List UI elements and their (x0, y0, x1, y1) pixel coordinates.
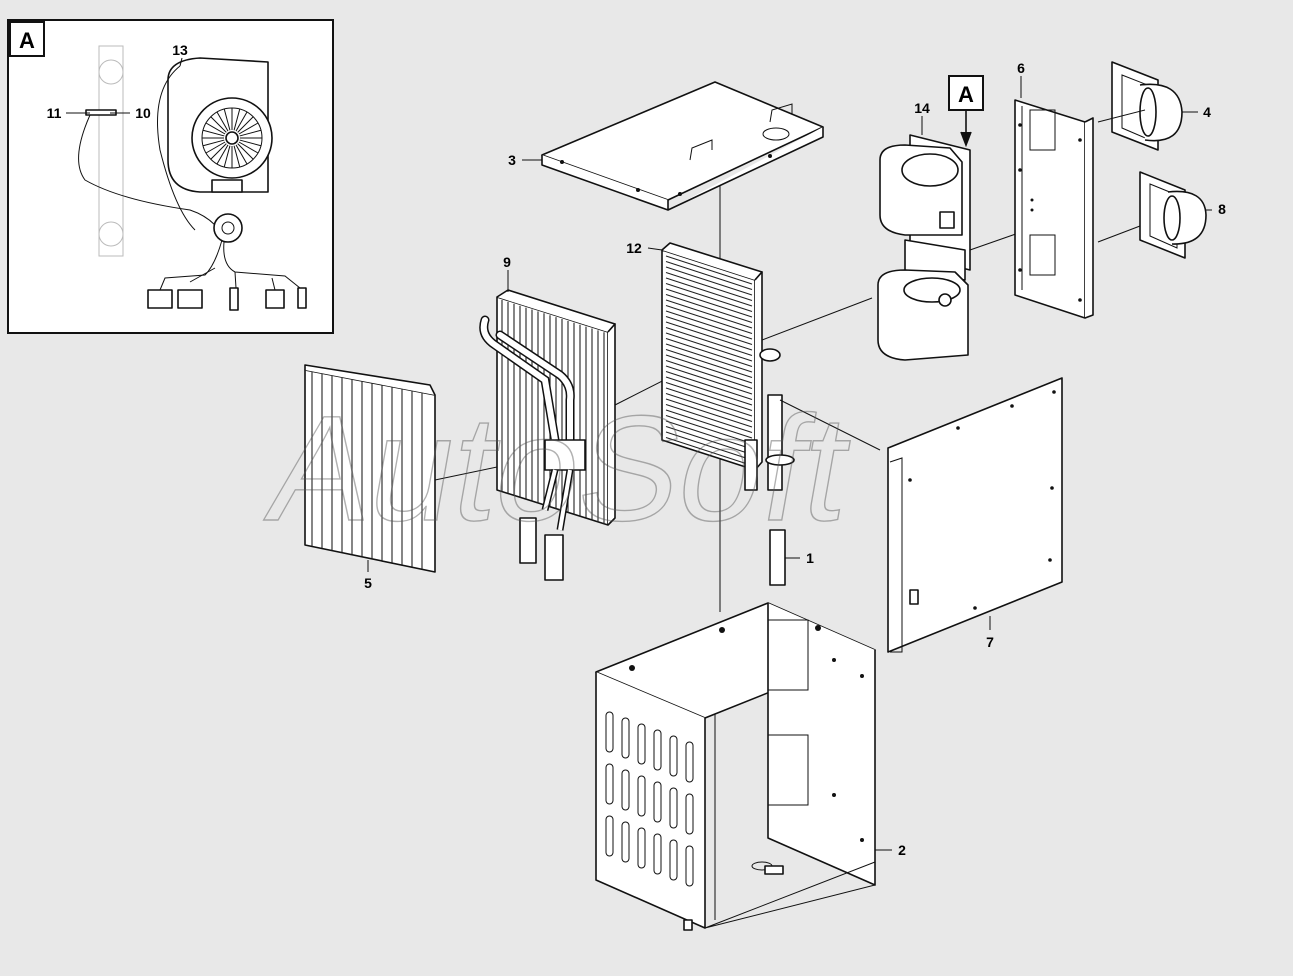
callout-9: 9 (503, 254, 511, 270)
inset-connector-3 (229, 287, 239, 311)
part-8-outlet-duct (1139, 171, 1207, 259)
callout-2: 2 (898, 842, 906, 858)
inset-harness-a (159, 239, 223, 291)
inset-connector-4 (265, 289, 285, 309)
inset-label: A (19, 28, 35, 53)
heater-link-line-2 (779, 399, 881, 451)
part-2-housing-box (595, 602, 876, 931)
inset-motor-tab (211, 179, 243, 193)
callout-14: 14 (914, 100, 930, 116)
callout-3: 3 (508, 152, 516, 168)
heater-link-line (761, 297, 873, 341)
leader-13 (179, 57, 183, 67)
view-marker: A (958, 82, 974, 107)
inset-wheel-hub (225, 131, 239, 145)
watermark-text: AutoSoft (258, 385, 863, 553)
part-12-heater-core (661, 242, 795, 586)
part-9-evaporator (479, 289, 616, 581)
inset-detail-a: A 13 11 10 (7, 19, 334, 334)
view-marker-box (948, 75, 984, 111)
inset-wheel-spokes (202, 108, 262, 168)
part-14-blower-assembly (877, 134, 971, 361)
callout-7: 7 (986, 634, 994, 650)
callout-4: 4 (1203, 104, 1211, 120)
part-6-mounting-plate (1014, 99, 1094, 319)
callout-13: 13 (172, 42, 188, 58)
callout-5: 5 (364, 575, 372, 591)
inset-wire-11 (78, 114, 216, 226)
view-arrow (960, 110, 972, 148)
callout-1: 1 (806, 550, 814, 566)
callout-10: 10 (135, 105, 151, 121)
inset-grommet-hole (221, 221, 235, 235)
callout-12: 12 (626, 240, 642, 256)
inset-bracket (98, 45, 124, 257)
part-4-outlet-duct (1111, 61, 1183, 151)
callout-8: 8 (1218, 201, 1226, 217)
inset-connector-5 (297, 287, 307, 309)
callout-6: 6 (1017, 60, 1025, 76)
leader-12 (647, 247, 663, 251)
inset-grommet (213, 213, 243, 243)
duct-4-link (1097, 109, 1146, 123)
inset-connector-1 (147, 289, 173, 309)
inset-harness-branches (189, 267, 276, 291)
inset-connector-2 (177, 289, 203, 309)
callout-11: 11 (47, 105, 62, 121)
bracket-hole-top (98, 59, 124, 85)
inset-label-box (9, 21, 45, 57)
duct-8-link (1097, 225, 1141, 243)
part-5-filter (304, 364, 436, 573)
part-3-top-cover (541, 81, 824, 211)
part-7-side-panel (887, 377, 1063, 653)
inset-wire-13 (157, 65, 196, 231)
bracket-hole-bottom (98, 221, 124, 247)
